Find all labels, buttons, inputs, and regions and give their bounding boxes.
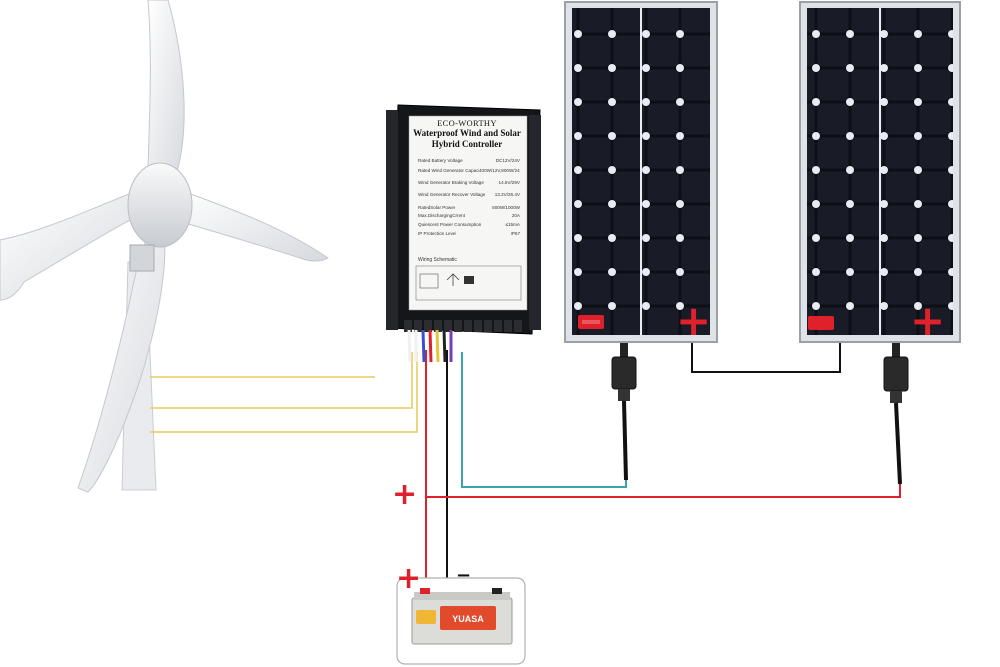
turbine-blade-right — [179, 189, 329, 262]
battery-brand: YUASA — [452, 614, 484, 624]
schematic-box — [415, 265, 522, 301]
solar-positive-wire — [426, 484, 901, 498]
panel-right-negative-terminal — [808, 316, 834, 330]
turbine-blade-top — [147, 0, 185, 181]
wind-wire-3 — [150, 352, 418, 433]
battery-terminal-pos — [420, 588, 430, 594]
controller-leads — [407, 329, 453, 363]
solar-negative-wire — [461, 352, 627, 488]
controller-fin-right — [529, 115, 541, 330]
wind-wire-2 — [150, 352, 413, 409]
turbine-blade-left — [0, 189, 141, 301]
wind-wires — [150, 352, 418, 433]
battery-label-band — [440, 606, 496, 630]
controller-fin-left — [386, 110, 398, 330]
dc-wires — [425, 333, 901, 594]
wind-turbine — [0, 0, 329, 493]
battery-logo — [416, 610, 436, 624]
hybrid-controller — [386, 104, 541, 363]
controller-terminals — [404, 320, 522, 332]
battery-terminal-neg — [492, 588, 502, 594]
panel-left-negative-bar — [582, 320, 600, 324]
turbine-hub — [127, 162, 193, 248]
solar-cable-right — [883, 343, 909, 485]
panel-series-link — [691, 333, 841, 373]
solar-panel-left — [564, 1, 718, 343]
turbine-blade-bottom — [77, 213, 166, 493]
battery: YUASA — [396, 577, 526, 665]
battery-top — [414, 592, 510, 600]
solar-cable-left — [611, 343, 637, 481]
panel-left-negative-terminal — [578, 315, 604, 329]
solar-panel-right — [799, 1, 961, 343]
turbine-yaw — [129, 244, 155, 272]
